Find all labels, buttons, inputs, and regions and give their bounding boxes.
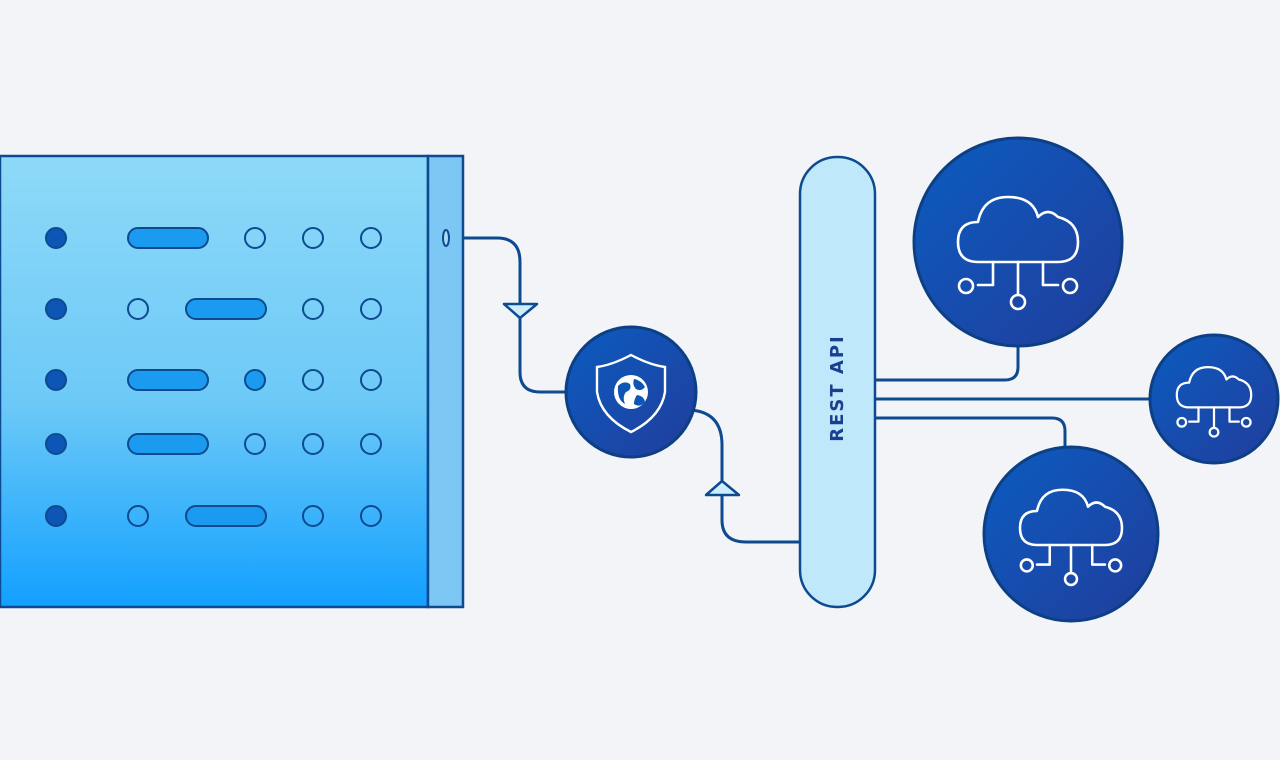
cloud-node-small-right xyxy=(1148,333,1280,465)
server-status-dot xyxy=(45,227,67,249)
server-indicator-ring xyxy=(302,227,324,249)
server-activity-bar xyxy=(127,227,209,249)
server-indicator-ring xyxy=(302,433,324,455)
cloud-network-icon xyxy=(956,195,1080,311)
server-activity-bar xyxy=(127,369,209,391)
connector-security-to-api xyxy=(689,408,800,544)
server-status-dot xyxy=(45,433,67,455)
server-rack xyxy=(0,154,465,609)
server-activity-bar xyxy=(185,505,267,527)
security-node xyxy=(564,325,698,459)
server-indicator-ring xyxy=(360,227,382,249)
server-status-dot xyxy=(45,369,67,391)
arrow-down-icon xyxy=(502,302,539,320)
cloud-node-medium-bottom xyxy=(982,445,1160,623)
server-indicator-ring xyxy=(127,298,149,320)
server-side-panel xyxy=(426,154,465,609)
server-indicator-ring xyxy=(244,227,266,249)
cloud-network-icon xyxy=(1018,488,1124,587)
server-activity-bar xyxy=(185,298,267,320)
server-indicator-ring xyxy=(360,433,382,455)
arrow-up-icon xyxy=(704,479,741,497)
server-indicator-ring xyxy=(302,369,324,391)
server-indicator-rows xyxy=(45,227,382,527)
server-indicator-ring xyxy=(360,298,382,320)
flow-arrows xyxy=(502,302,741,497)
cloud-network-icon xyxy=(1175,365,1253,438)
cloud-node-large-top xyxy=(912,136,1124,348)
api-gateway-label: REST API xyxy=(827,334,848,442)
server-indicator-filled xyxy=(244,369,266,391)
server-indicator-ring xyxy=(244,433,266,455)
server-status-dot xyxy=(45,298,67,320)
server-activity-bar xyxy=(127,433,209,455)
server-body xyxy=(0,154,430,609)
api-gateway: REST API xyxy=(798,155,877,609)
server-indicator-ring xyxy=(360,505,382,527)
connector-server-to-security xyxy=(447,236,568,394)
connector-api-to-cloud-bottom xyxy=(875,416,1067,447)
server-status-dot xyxy=(45,505,67,527)
shield-globe-icon xyxy=(595,353,667,434)
server-indicator-ring xyxy=(127,505,149,527)
connector-api-to-cloud-top xyxy=(875,345,1020,382)
server-port xyxy=(442,229,450,247)
server-indicator-ring xyxy=(302,298,324,320)
server-indicator-ring xyxy=(360,369,382,391)
server-indicator-ring xyxy=(302,505,324,527)
